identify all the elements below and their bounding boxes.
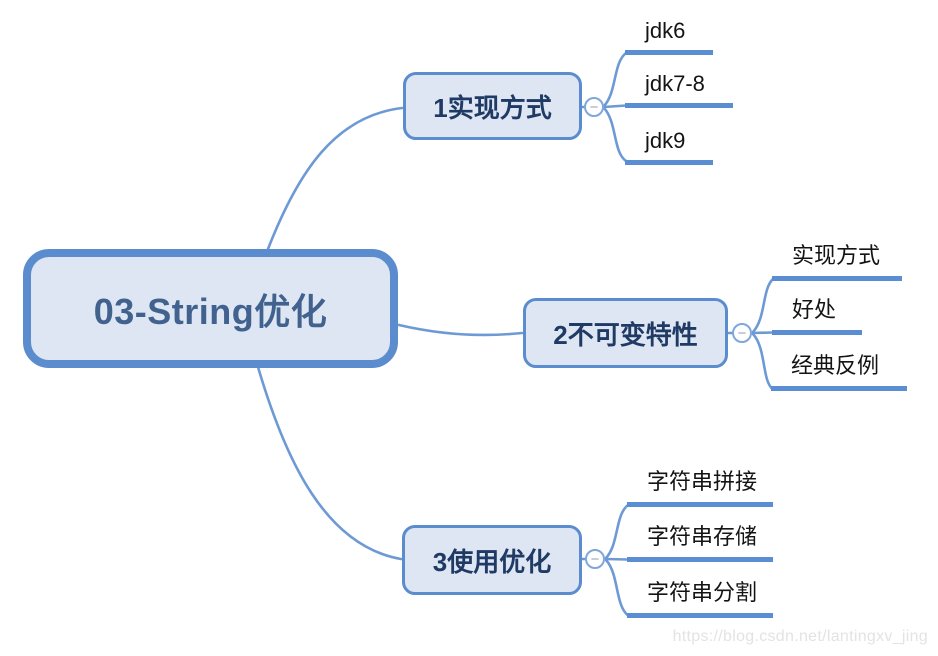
branch-node-immutability[interactable]: 2不可变特性: [523, 298, 728, 368]
leaf-label: 字符串分割: [647, 580, 758, 605]
connector-root-branch1: [266, 106, 404, 251]
leaf-label: 经典反例: [791, 353, 880, 378]
leaf-label: 实现方式: [792, 243, 881, 268]
leaf-node-classic-counterexample[interactable]: 经典反例: [771, 347, 907, 391]
leaf-label: 字符串拼接: [647, 469, 758, 494]
leaf-label: jdk9: [645, 128, 686, 153]
leaf-node-string-split[interactable]: 字符串分割: [627, 574, 773, 618]
watermark-url: https://blog.csdn.net/lantingxv_jing: [672, 628, 928, 645]
leaf-node-jdk6[interactable]: jdk6: [625, 11, 713, 55]
root-node[interactable]: 03-String优化: [23, 249, 398, 368]
leaf-node-jdk9[interactable]: jdk9: [625, 121, 713, 165]
connector-branch1-leaf2: [602, 104, 628, 109]
leaf-node-benefits[interactable]: 好处: [772, 291, 862, 335]
connector-branch1-leaf3: [602, 106, 628, 163]
leaf-node-jdk7-8[interactable]: jdk7-8: [625, 64, 733, 108]
root-node-label: 03-String优化: [93, 290, 328, 332]
connector-branch3-leaf3: [604, 558, 630, 617]
connector-root-branch3: [256, 365, 403, 561]
connector-root-branch2: [397, 323, 524, 337]
connector-branch3-leaf1: [604, 503, 630, 560]
leaf-label: jdk7-8: [645, 71, 705, 96]
branch-node-usage-optimization[interactable]: 3使用优化: [402, 525, 582, 595]
leaf-node-string-storage[interactable]: 字符串存储: [627, 518, 773, 562]
branch-node-label: 1实现方式: [433, 92, 552, 123]
connector-branch2-leaf2: [751, 331, 774, 335]
connector-branch2-leaf3: [751, 332, 774, 390]
collapse-button[interactable]: −: [585, 549, 605, 569]
connector-branch3-leaf2: [604, 557, 629, 561]
branch-node-label: 3使用优化: [432, 546, 552, 577]
connector-branch2-leaf1: [751, 277, 775, 334]
collapse-minus-icon: −: [589, 98, 599, 116]
leaf-label: 字符串存储: [647, 524, 758, 549]
collapse-minus-icon: −: [737, 324, 747, 342]
leaf-node-string-concat[interactable]: 字符串拼接: [627, 463, 773, 507]
leaf-node-implementation-way[interactable]: 实现方式: [772, 237, 902, 281]
connector-branch1-leaf1: [602, 51, 628, 108]
collapse-button[interactable]: −: [584, 97, 604, 117]
branch-node-implementation[interactable]: 1实现方式: [403, 72, 582, 140]
leaf-label: 好处: [792, 297, 837, 322]
branch-node-label: 2不可变特性: [553, 319, 698, 350]
collapse-minus-icon: −: [590, 550, 600, 568]
collapse-button[interactable]: −: [732, 323, 752, 343]
leaf-label: jdk6: [645, 18, 686, 43]
